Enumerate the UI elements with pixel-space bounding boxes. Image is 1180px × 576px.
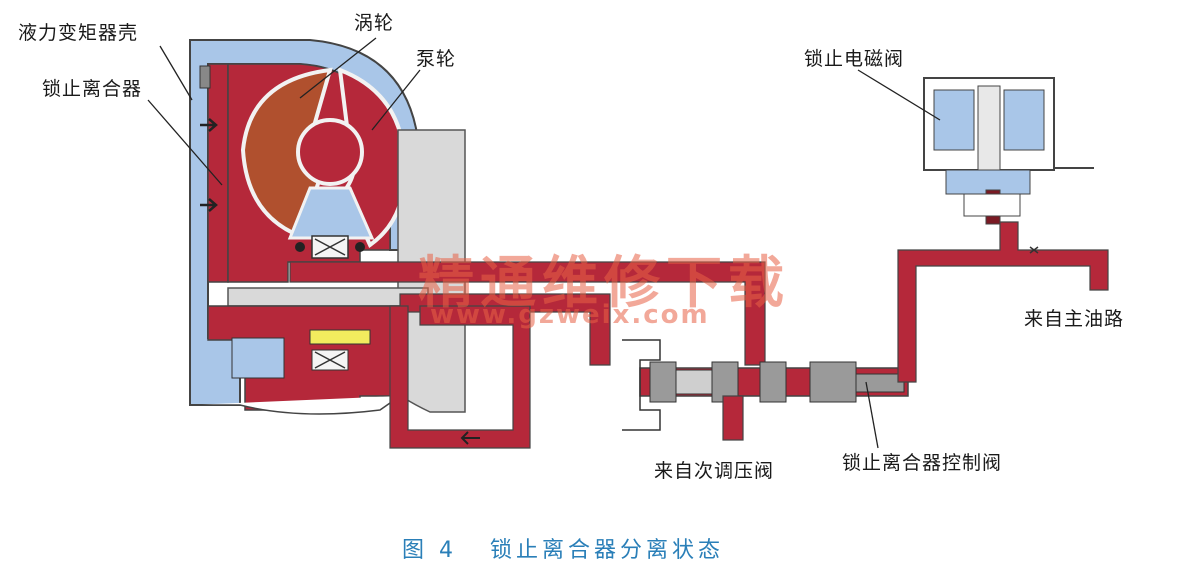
valve-stem (855, 373, 905, 393)
valve-body-left (622, 339, 661, 431)
clutch-friction-lining (199, 65, 211, 89)
leader-lines (147, 37, 941, 449)
return-arrow (460, 431, 480, 445)
valve-land-1 (649, 361, 677, 403)
label-converter-housing: 液力变矩器壳 (18, 22, 139, 44)
solenoid-nozzle (963, 193, 1021, 217)
clutch-apply-arrow-2 (200, 198, 218, 212)
watermark-site-name: 精通维修下载 (418, 250, 790, 316)
solenoid-plunger (977, 85, 1001, 177)
label-from-secondary-regulator: 来自次调压阀 (654, 460, 775, 482)
input-shaft (227, 287, 429, 307)
oil-return-loop (389, 305, 531, 449)
oil-passage-upper (289, 261, 766, 366)
thrust-bearing (309, 329, 371, 345)
housing-bottom (190, 395, 401, 415)
label-from-main-line: 来自主油路 (1024, 308, 1125, 330)
orifice-mark (1029, 246, 1039, 254)
passage-from-secondary-regulator (722, 395, 744, 441)
figure-title: 锁止离合器分离状态 (489, 538, 724, 563)
one-way-clutch-x (314, 238, 346, 256)
bearing-dot-1 (295, 242, 305, 252)
figure-number: 图 4 (402, 538, 457, 563)
lower-one-way-clutch-x (314, 351, 346, 369)
solenoid-coil-right (1003, 89, 1045, 151)
return-spring (675, 369, 713, 395)
figure-caption: 图 4 锁止离合器分离状态 (402, 532, 724, 564)
clutch-apply-arrow-1 (200, 118, 218, 132)
hub (296, 118, 364, 186)
label-lockup-clutch: 锁止离合器 (42, 78, 143, 100)
main-line-passage (897, 221, 1109, 383)
watermark-url: www.gzweix.com (430, 300, 710, 330)
solenoid-coil-left (933, 89, 975, 151)
valve-land-4 (809, 361, 857, 403)
label-pump: 泵轮 (416, 48, 457, 70)
valve-land-3 (759, 361, 787, 403)
valve-land-2 (711, 361, 739, 403)
stator (287, 186, 375, 240)
label-lockup-solenoid: 锁止电磁阀 (804, 48, 905, 70)
label-lockup-control-valve: 锁止离合器控制阀 (842, 452, 1003, 474)
bearing-dot-2 (355, 242, 365, 252)
lower-blue-block (231, 337, 285, 379)
label-turbine: 涡轮 (354, 12, 395, 34)
